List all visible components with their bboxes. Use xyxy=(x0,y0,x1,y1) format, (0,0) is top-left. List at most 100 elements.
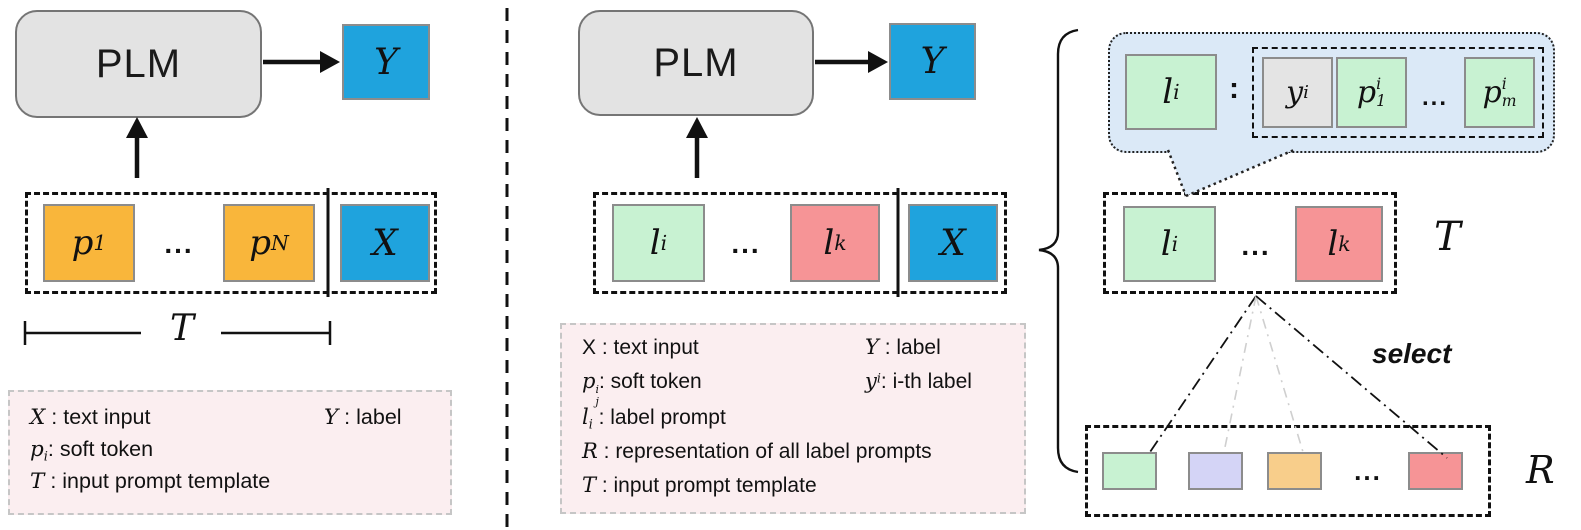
sym-p: p xyxy=(582,369,596,393)
pN-sub: N xyxy=(270,231,289,255)
sym-p-sup: i xyxy=(595,383,599,397)
expansion-brace xyxy=(1038,28,1079,474)
desc-ith-label: : i-th label xyxy=(880,370,972,393)
pN-base: p xyxy=(249,223,271,263)
left-x-label: X xyxy=(372,222,398,264)
sym-p-sub: j xyxy=(595,394,599,408)
lk-base: l xyxy=(1327,224,1339,264)
representation-chip-green xyxy=(1102,452,1157,490)
sym-p-sub: i xyxy=(43,449,48,465)
left-plm-label: PLM xyxy=(95,41,182,86)
pmi-sup: i xyxy=(1501,75,1507,94)
li-sub: i xyxy=(660,231,668,255)
sym-l: l xyxy=(582,405,589,429)
desc-text-input: : text input xyxy=(596,336,699,359)
desc-soft-token: : soft token xyxy=(47,437,154,461)
representation-symbol: R xyxy=(1526,448,1555,492)
representation-ellipsis: ... xyxy=(1354,455,1382,486)
middle-input-to-plm-arrow xyxy=(686,117,708,178)
select-label: select xyxy=(1372,338,1452,369)
sym-X: X xyxy=(582,336,597,359)
bubble-colon: : xyxy=(1229,72,1239,105)
desc-label-prompt: : label prompt xyxy=(592,406,726,429)
legend-row: li : label prompt xyxy=(582,405,1024,439)
desc-template: : input prompt template xyxy=(44,469,271,493)
li-base: l xyxy=(1160,224,1172,264)
p1i-base: p xyxy=(1356,75,1377,110)
bubble-tail xyxy=(1166,148,1295,198)
sym-T: T xyxy=(30,469,45,494)
p1-sub: 1 xyxy=(93,231,107,255)
li-sub: i xyxy=(1173,80,1180,104)
middle-plm-to-y-arrow xyxy=(815,51,888,73)
sym-R: R xyxy=(582,439,598,463)
sym-T: T xyxy=(582,473,597,497)
middle-template-container xyxy=(593,192,1007,294)
desc-representation: : representation of all label prompts xyxy=(597,440,932,463)
middle-y-label: Y xyxy=(920,41,945,82)
sym-Y: Y xyxy=(865,335,879,359)
middle-y-box: Y xyxy=(889,23,976,100)
left-template-container xyxy=(25,192,437,294)
left-ellipsis: ... xyxy=(164,228,194,259)
left-input-to-plm-arrow xyxy=(126,117,148,178)
lk-sub: k xyxy=(1338,232,1351,256)
left-x-box: X xyxy=(340,204,430,282)
representation-chip-orange xyxy=(1267,452,1322,490)
sym-p: p xyxy=(30,437,44,462)
p1i-sup: i xyxy=(1376,75,1382,94)
middle-plm-block: PLM xyxy=(578,10,814,116)
middle-plm-label: PLM xyxy=(653,40,739,85)
middle-ellipsis: ... xyxy=(731,228,761,259)
li-sub: i xyxy=(1171,232,1179,256)
middle-x-box: X xyxy=(908,204,998,282)
sym-X: X xyxy=(30,405,46,430)
legend-row: T : input prompt template xyxy=(582,473,1024,507)
legend-row: X : text input Y : label xyxy=(582,335,1024,369)
left-y-label: Y xyxy=(374,41,398,83)
representation-chip-purple xyxy=(1188,452,1243,490)
yi-sup: i xyxy=(1303,82,1309,103)
legend-row: X : text input Y : label xyxy=(30,405,450,437)
p1-base: p xyxy=(71,223,94,263)
left-plm-block: PLM xyxy=(15,10,262,118)
li-base: l xyxy=(1162,72,1174,112)
legend-row: R : representation of all label prompts xyxy=(582,439,1024,473)
sym-y: y xyxy=(865,369,877,393)
yi-base: y xyxy=(1286,75,1304,110)
desc-label: : label xyxy=(878,336,941,359)
sym-y-sup: i xyxy=(876,370,881,386)
left-plm-to-y-arrow xyxy=(263,51,340,73)
desc-soft-token: : soft token xyxy=(598,370,702,393)
representation-chip-red xyxy=(1408,452,1463,490)
sym-l-sub: i xyxy=(588,416,593,432)
pmi-sub: m xyxy=(1501,91,1517,110)
legend-row: T : input prompt template xyxy=(30,469,450,501)
left-template-symbol: T xyxy=(169,308,194,349)
desc-text-input: : text input xyxy=(45,405,151,429)
desc-label: : label xyxy=(338,405,402,429)
legend-row: pi: soft token xyxy=(30,437,450,469)
desc-template: : input prompt template xyxy=(596,474,817,497)
p1i-sub: 1 xyxy=(1376,91,1387,110)
bubble-ellipsis: ... xyxy=(1421,84,1448,111)
lk-base: l xyxy=(823,223,835,263)
left-y-box: Y xyxy=(342,24,430,100)
right-template-ellipsis: ... xyxy=(1241,230,1271,261)
lk-sub: k xyxy=(834,231,847,255)
pmi-base: p xyxy=(1482,75,1502,110)
left-legend: X : text input Y : label pi: soft token … xyxy=(8,390,452,515)
